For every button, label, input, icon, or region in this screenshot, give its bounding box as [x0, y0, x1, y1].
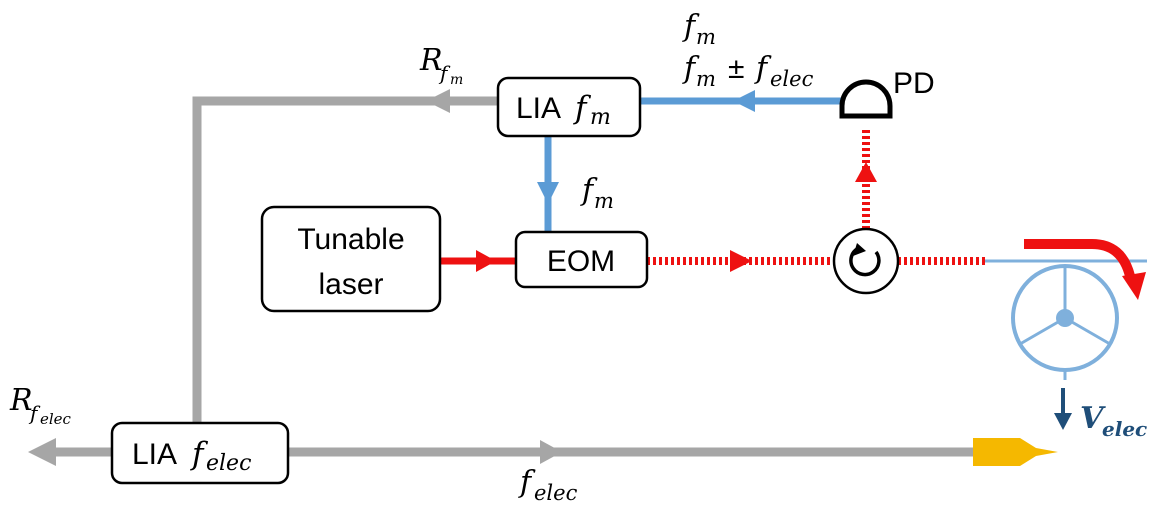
- r-fm-arrowhead: [426, 89, 450, 113]
- lia-to-eom-arrowhead: [537, 182, 559, 204]
- svg-text:R: R: [9, 383, 33, 418]
- svg-text:elec: elec: [534, 481, 578, 505]
- curved-light-arrow: [1024, 239, 1146, 300]
- svg-text:elec: elec: [770, 67, 814, 91]
- svg-text:elec: elec: [40, 410, 72, 428]
- lia-fm-block: LIA f m: [496, 76, 642, 138]
- voltage-arrow: [1054, 388, 1072, 430]
- svg-text:m: m: [450, 72, 463, 88]
- pd-to-lia-arrowhead: [733, 90, 755, 112]
- laser-to-eom-arrowhead: [476, 250, 496, 272]
- eom-block: EOM: [514, 230, 649, 289]
- v-elec-sub: elec: [1102, 417, 1147, 441]
- photodetector-icon: [839, 79, 893, 119]
- fm-eom-label: f m: [580, 173, 614, 213]
- lia-felec-prefix: LIA: [132, 438, 177, 471]
- tunable-laser-block: Tunable laser: [260, 205, 442, 313]
- lia-felec-sub: elec: [206, 451, 251, 476]
- lia-fm-sub: m: [590, 105, 611, 130]
- lia-fm-prefix: LIA: [516, 92, 561, 125]
- felec-bottom-label: f elec: [518, 465, 578, 505]
- fm-pm-felec-label: f m ± f elec: [682, 51, 814, 91]
- laser-label-line1: Tunable: [297, 223, 404, 256]
- feedback-line: [192, 96, 500, 423]
- svg-text:m: m: [594, 189, 614, 213]
- fm-top-label: f m: [682, 9, 716, 49]
- signal-lines: [537, 90, 842, 232]
- svg-text:m: m: [696, 25, 716, 49]
- electrical-lines: [28, 89, 975, 466]
- circulator-to-pd-arrowhead: [855, 162, 877, 182]
- svg-text:R: R: [419, 43, 443, 78]
- optical-lines: [440, 130, 985, 272]
- svg-text:m: m: [696, 67, 716, 91]
- svg-text:±: ±: [728, 52, 744, 85]
- lia-felec-block: LIA f elec: [110, 421, 290, 485]
- r-fm-label: R f m: [419, 43, 463, 88]
- circulator-icon: [832, 227, 900, 295]
- laser-label-line2: laser: [318, 268, 383, 301]
- felec-direction-arrow: [540, 440, 562, 464]
- eom-label: EOM: [547, 245, 615, 278]
- electrical-probe-icon: [973, 438, 1058, 466]
- r-felec-label: R f elec: [9, 383, 72, 428]
- v-elec-symbol: V: [1080, 401, 1106, 436]
- eom-to-circulator-arrowhead: [730, 250, 752, 272]
- r-felec-arrowhead: [28, 438, 56, 466]
- wheel-resonator-icon: [985, 259, 1147, 380]
- pd-label: PD: [893, 67, 935, 100]
